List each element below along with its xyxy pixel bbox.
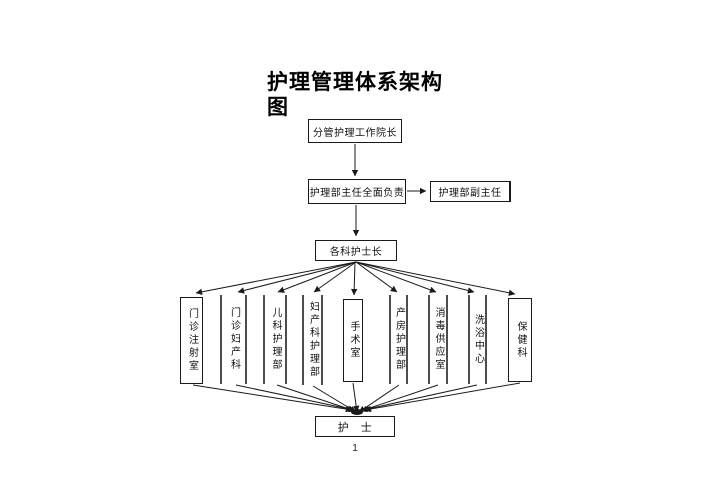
diagram-title: 护理管理体系架构 图 <box>267 71 443 119</box>
dept-box-outpatient-injection: 门诊注射室 <box>180 297 203 384</box>
dept-label: 妇产科护理部 <box>307 301 319 379</box>
dept-box-outpatient-obgyn: 门诊妇产科 <box>220 295 247 384</box>
dept-label: 儿科护理部 <box>270 307 281 372</box>
node-nurse: 护 士 <box>315 416 395 437</box>
dept-label: 门诊注射室 <box>186 308 198 373</box>
dept-box-obgyn-nursing: 妇产科护理部 <box>302 295 323 385</box>
fan-out-arrows <box>195 261 516 296</box>
dept-box-healthcare: 保健科 <box>508 298 532 382</box>
dept-label: 消毒供应室 <box>433 307 444 372</box>
dept-box-bathing-center: 洗浴中心 <box>468 295 487 384</box>
dept-label: 保健科 <box>515 320 526 360</box>
dept-box-delivery-room-nursing: 产房护理部 <box>389 295 408 384</box>
node-director: 护理部主任全面负责 <box>308 179 406 204</box>
page-number: 1 <box>352 443 358 454</box>
dept-label: 洗浴中心 <box>472 313 484 366</box>
dept-box-pediatric-nursing: 儿科护理部 <box>263 295 287 384</box>
convergence-point <box>351 409 363 415</box>
dept-label: 产房护理部 <box>393 307 405 372</box>
node-deputy-director: 护理部副主任 <box>430 181 511 202</box>
node-dean: 分管护理工作院长 <box>308 119 402 143</box>
dept-box-operating-room: 手术室 <box>343 299 363 382</box>
dept-label: 手术室 <box>348 321 359 360</box>
dept-label: 门诊妇产科 <box>228 307 240 372</box>
fan-in-arrows <box>192 382 521 413</box>
node-head-nurses: 各科护士长 <box>315 240 397 261</box>
dept-box-disinfection-supply: 消毒供应室 <box>428 295 448 384</box>
